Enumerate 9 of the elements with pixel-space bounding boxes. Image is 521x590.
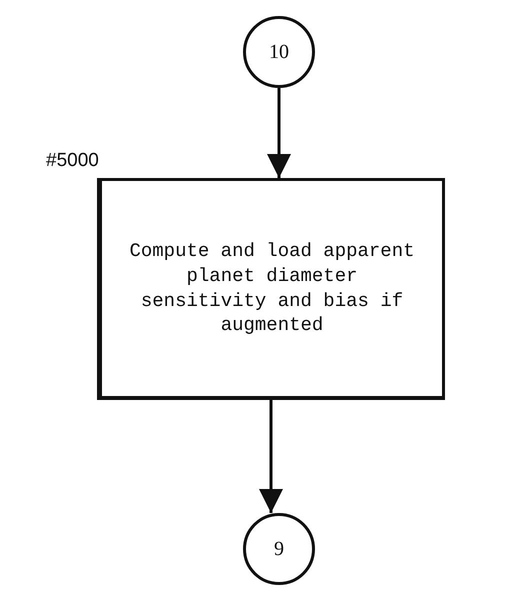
connector-number: 10 bbox=[269, 40, 289, 64]
process-box bbox=[97, 178, 445, 400]
arrow bbox=[259, 400, 283, 513]
step-label: #5000 bbox=[46, 150, 99, 172]
connector-circle bbox=[243, 513, 315, 585]
connector-circle bbox=[243, 16, 315, 88]
connector-number: 9 bbox=[274, 538, 284, 560]
arrow bbox=[267, 88, 291, 178]
process-text: Compute and load apparent planet diameter sensitivity and bias if augmented bbox=[128, 239, 416, 338]
